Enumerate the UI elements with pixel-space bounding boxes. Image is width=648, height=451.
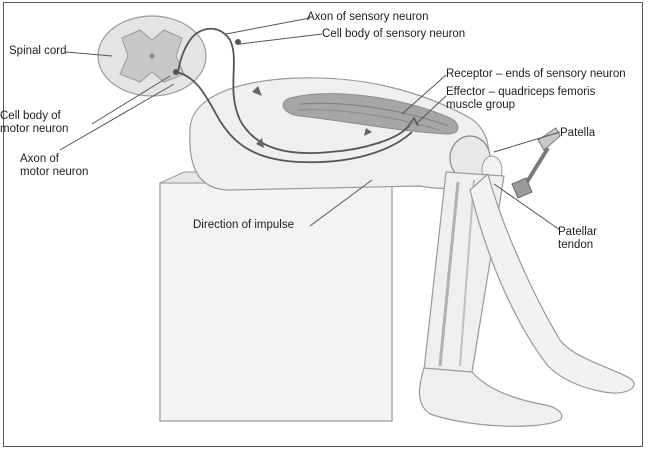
back-leg xyxy=(470,174,634,393)
label-patella: Patella xyxy=(560,127,595,140)
label-spinal-cord: Spinal cord xyxy=(9,45,67,58)
label-axon-sensory-neuron: Axon of sensory neuron xyxy=(307,11,428,24)
spinal-cord-section xyxy=(98,16,206,96)
label-receptor: Receptor – ends of sensory neuron xyxy=(446,68,626,81)
label-axon-motor-line2: motor neuron xyxy=(20,166,88,179)
label-direction-impulse-text: Direction of impulse xyxy=(193,219,294,232)
label-patella-text: Patella xyxy=(560,127,595,140)
label-effector-line2: muscle group xyxy=(446,99,595,112)
stool-box xyxy=(160,172,404,421)
label-effector: Effector – quadriceps femoris muscle gro… xyxy=(446,86,595,112)
label-cell-body-sensory-neuron: Cell body of sensory neuron xyxy=(322,28,465,41)
label-patellar-tendon-line2: tendon xyxy=(558,239,597,252)
label-cell-body-motor-line2: motor neuron xyxy=(0,123,68,136)
label-patellar-tendon-line1: Patellar xyxy=(558,226,597,239)
label-axon-motor-neuron: Axon of motor neuron xyxy=(20,153,88,179)
label-patellar-tendon: Patellar tendon xyxy=(558,226,597,252)
foot-front xyxy=(419,368,561,426)
label-axon-motor-line1: Axon of xyxy=(20,153,88,166)
label-cell-body-motor-line1: Cell body of xyxy=(0,110,68,123)
motor-cell-body xyxy=(173,69,179,75)
label-axon-sensory-text: Axon of sensory neuron xyxy=(307,11,428,24)
reflex-hammer xyxy=(512,128,560,198)
label-effector-line1: Effector – quadriceps femoris xyxy=(446,86,595,99)
label-receptor-text: Receptor – ends of sensory neuron xyxy=(446,68,626,81)
label-cell-body-motor-neuron: Cell body of motor neuron xyxy=(0,110,68,136)
label-spinal-cord-text: Spinal cord xyxy=(9,45,67,58)
label-cell-body-sensory-text: Cell body of sensory neuron xyxy=(322,28,465,41)
label-direction-of-impulse: Direction of impulse xyxy=(193,219,294,232)
